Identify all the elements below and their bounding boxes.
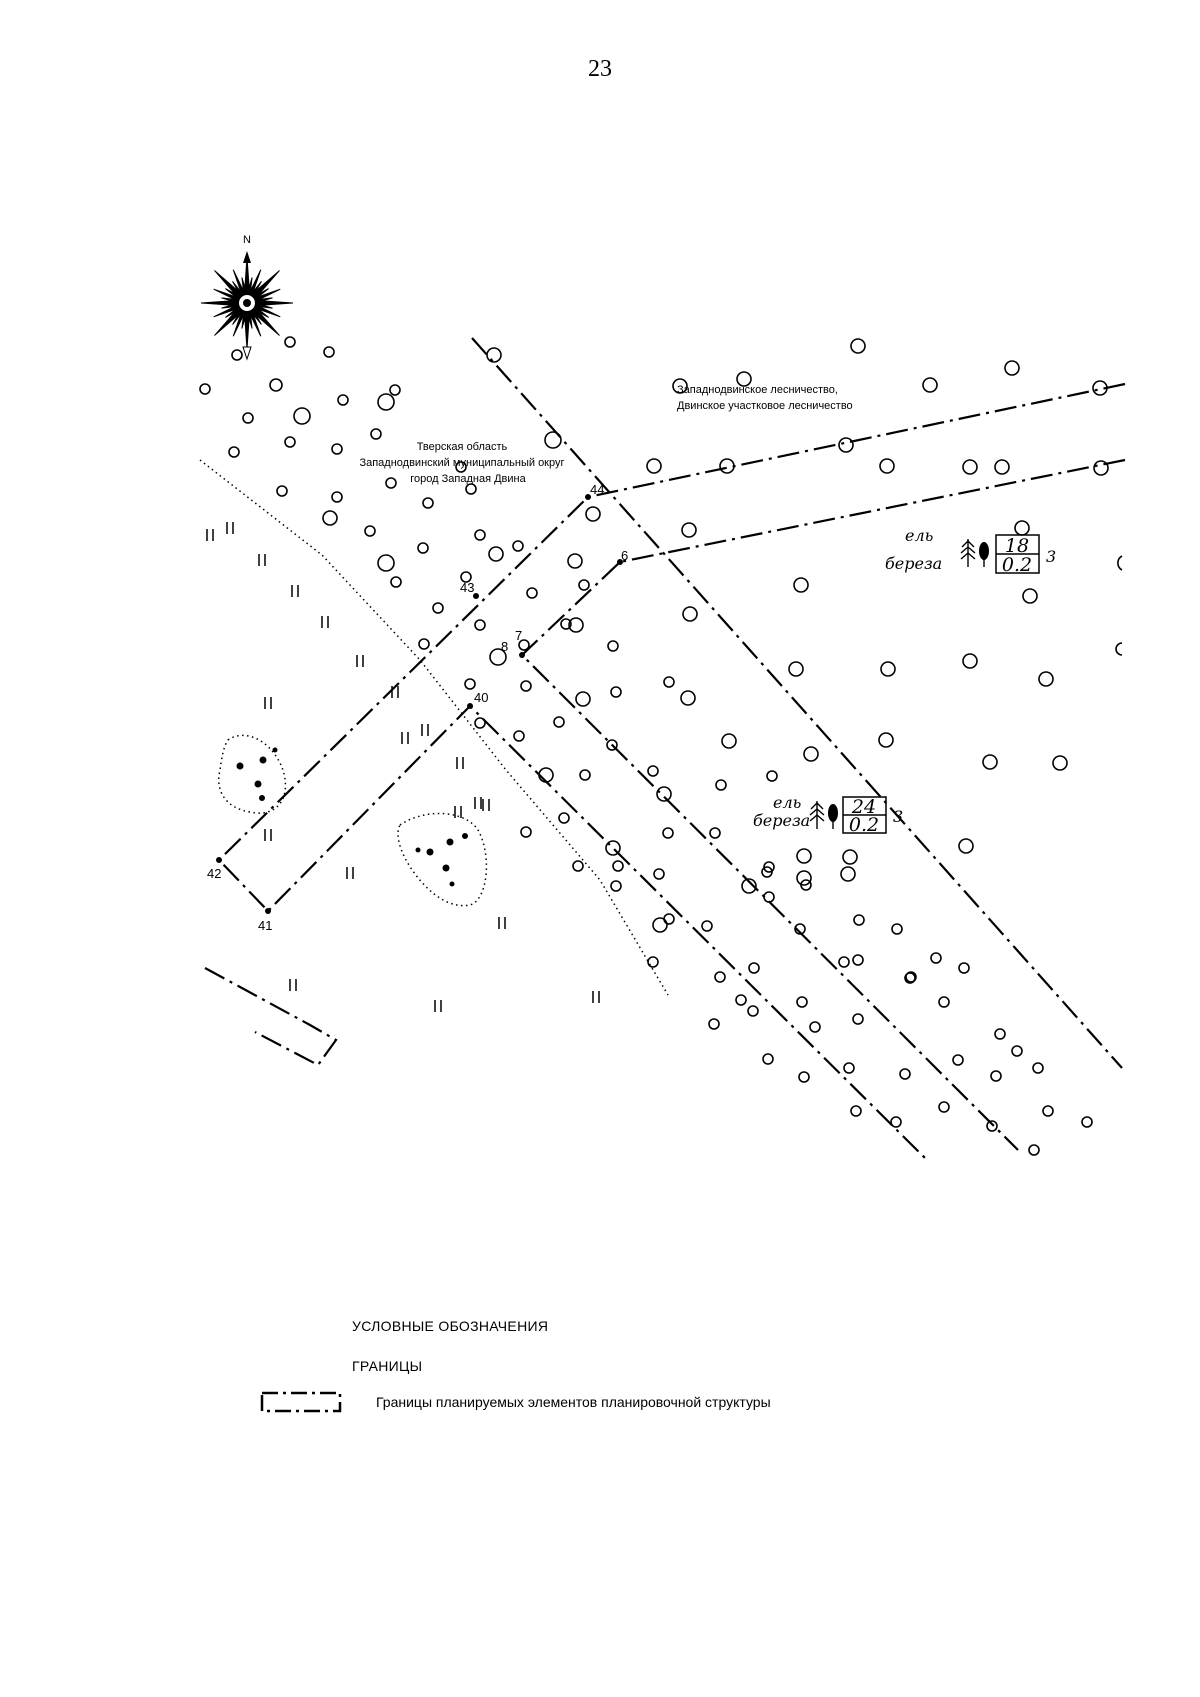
compass-rose-icon: N — [200, 234, 294, 361]
spruce-birch-icon — [809, 801, 838, 829]
legend-title: УСЛОВНЫЕ ОБОЗНАЧЕНИЯ — [352, 1318, 549, 1334]
point-label-43: 43 — [460, 580, 474, 595]
point-label-42: 42 — [207, 866, 221, 881]
taxation-2-numerator: 24 — [851, 796, 876, 818]
taxation-1-species-bottom: береза — [885, 554, 942, 573]
forestry-label-line-2: Двинское участковое лесничество — [677, 400, 853, 412]
point-label-6: 6 — [621, 548, 628, 563]
boundary-vertices — [216, 494, 623, 914]
taxation-1-numerator: 18 — [1005, 535, 1029, 557]
legend-item-label: Границы планируемых элементов планировоч… — [376, 1394, 771, 1410]
page-number: 23 — [588, 56, 612, 82]
spruce-birch-icon — [960, 539, 989, 567]
taxation-2-species-top: ель — [773, 793, 801, 812]
forestry-label-line-1: Западнодвинское лесничество, — [677, 384, 838, 396]
taxation-label-2: ель береза 24 0.2 3 — [753, 793, 903, 836]
legend-section: ГРАНИЦЫ — [352, 1358, 423, 1374]
region-label-line-1: Тверская область — [417, 441, 508, 453]
taxation-2-species-bottom: береза — [753, 811, 810, 830]
taxation-1-species-top: ель — [905, 526, 933, 545]
region-label-line-3: город Западная Двина — [410, 473, 526, 485]
footpath — [199, 459, 669, 996]
taxation-1-class: 3 — [1046, 547, 1056, 566]
point-label-8: 8 — [501, 639, 508, 654]
region-label-line-2: Западнодвинский муниципальный округ — [359, 457, 564, 469]
taxation-1-denominator: 0.2 — [1002, 554, 1032, 576]
legend-boundary-swatch-icon — [260, 1391, 342, 1413]
point-label-44: 44 — [590, 482, 604, 497]
north-label: N — [243, 234, 251, 246]
forest-symbols — [199, 336, 1109, 1156]
point-label-7: 7 — [515, 628, 522, 643]
taxation-2-class: 3 — [893, 807, 903, 826]
point-label-41: 41 — [258, 918, 272, 933]
planning-boundary — [204, 337, 1126, 1159]
meadow-symbols — [206, 522, 600, 1012]
taxation-2-denominator: 0.2 — [849, 814, 879, 836]
legend-item-boundaries: Границы планируемых элементов планировоч… — [260, 1388, 771, 1416]
vegetation-contour — [218, 734, 488, 907]
taxation-label-1: ель береза 18 0.2 3 — [885, 526, 1056, 576]
point-label-40: 40 — [474, 690, 488, 705]
shrub-points — [236, 747, 468, 887]
